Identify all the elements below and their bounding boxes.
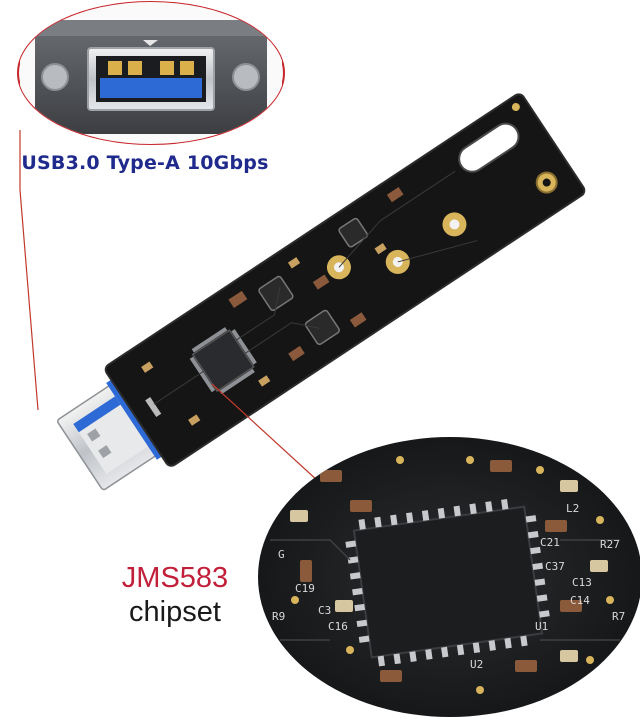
chipset-word-label: chipset (129, 596, 221, 628)
silk-mark: C21 (540, 536, 560, 549)
silk-mark: R27 (600, 538, 620, 551)
silk-mark: C19 (295, 582, 315, 595)
chipset-model-label: JMS583 (121, 562, 229, 594)
m2-adapter-board (57, 93, 586, 491)
silk-mark: C13 (572, 576, 592, 589)
silk-mark: R7 (612, 610, 625, 623)
silk-mark: C3 (318, 604, 331, 617)
silk-mark: L2 (566, 502, 579, 515)
silk-mark: C16 (328, 620, 348, 633)
usb-leader-line (19, 130, 39, 411)
silk-mark: U2 (470, 658, 483, 671)
usb-spec-label: USB3.0 Type-A 10Gbps (21, 152, 269, 174)
silk-mark: U1 (535, 620, 548, 633)
usb-closeup-bubble (17, 1, 285, 145)
silk-mark: R9 (272, 610, 285, 623)
chipset-closeup-bubble: G R9 C19 C13 C16 C3 U1 U2 C14 C21 R27 R7… (258, 437, 640, 717)
silk-mark: G (278, 548, 285, 561)
silk-mark: C37 (545, 560, 565, 573)
silk-mark: C14 (570, 594, 590, 607)
chip-leader-line (211, 383, 331, 493)
